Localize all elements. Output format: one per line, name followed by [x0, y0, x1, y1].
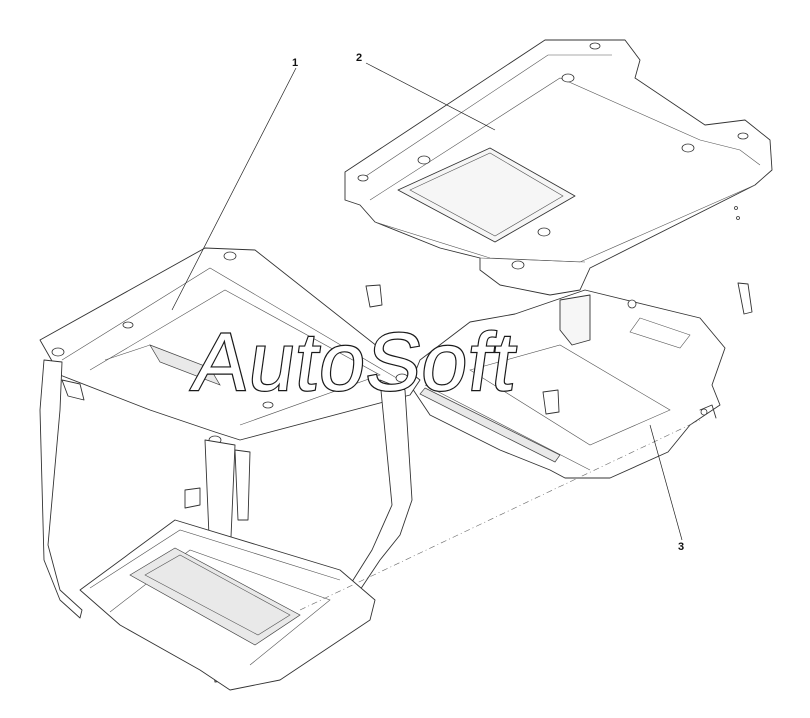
autosoft-watermark: AutoSoft [188, 316, 523, 408]
cab-frame [39, 247, 421, 691]
callout-leaders [171, 62, 683, 541]
callout-1: 1 [292, 57, 298, 69]
floor-plate [409, 289, 726, 479]
roof-panel [344, 39, 773, 296]
assembly-axis-line [299, 419, 701, 611]
bracket-hardware [365, 206, 753, 415]
callout-2: 2 [356, 52, 362, 64]
callout-3: 3 [678, 541, 684, 553]
